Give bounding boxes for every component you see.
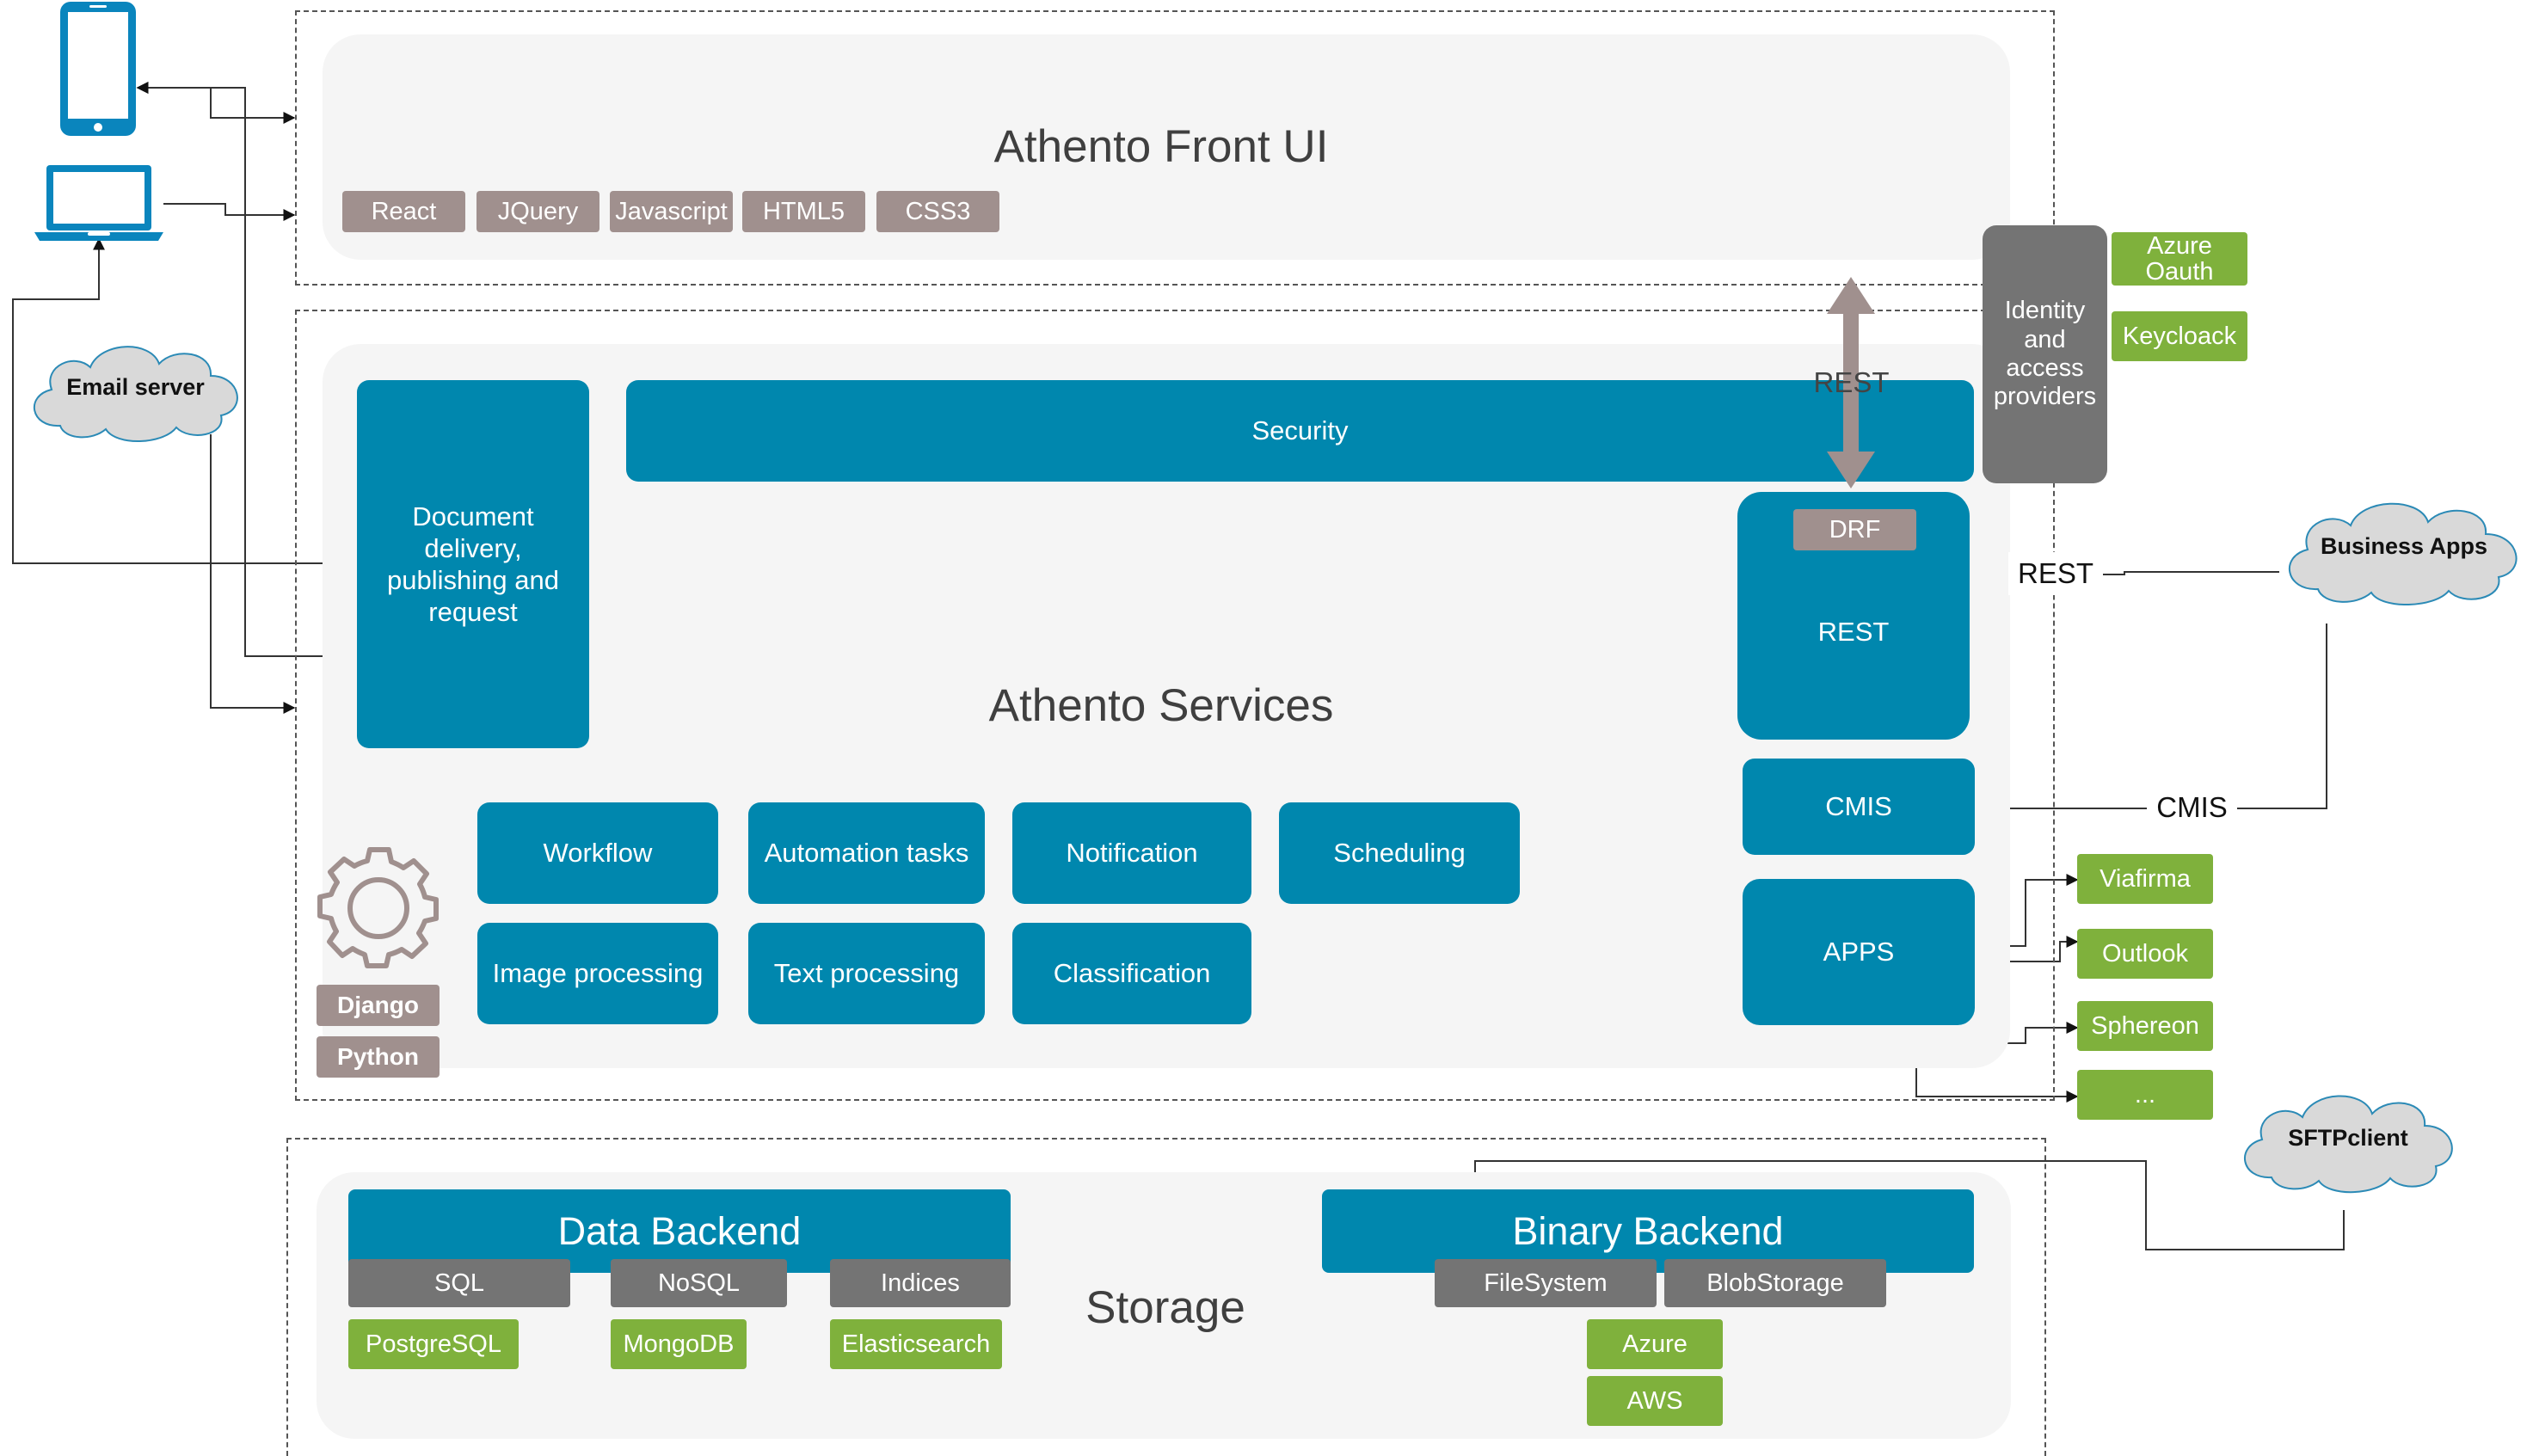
tag-django: Django [317,985,440,1026]
phone-front-connector [136,82,296,124]
app-more: ... [2077,1070,2213,1120]
sftp-client-cloud-icon [2244,1095,2453,1194]
app-outlook: Outlook [2077,929,2213,979]
storage-impl-mongodb: MongoDB [611,1319,747,1369]
module-scheduling: Scheduling [1279,802,1520,904]
app-viafirma: Viafirma [2077,854,2213,904]
email-services-connector [210,434,296,714]
binary-backend-box: Binary Backend [1322,1189,1974,1273]
security-box: Security [626,380,1974,482]
storage-type-filesystem: FileSystem [1435,1259,1657,1307]
business-apps-label: Business Apps [2320,532,2488,559]
storage-impl-azure: Azure [1587,1319,1723,1369]
laptop-delivery-connector [12,237,357,564]
email-server-label: Email server [66,373,205,400]
tag-python: Python [317,1036,440,1078]
module-notification: Notification [1012,802,1251,904]
module-workflow: Workflow [477,802,718,904]
drf-badge: DRF [1793,509,1916,550]
storage-type-nosql: NoSQL [611,1259,787,1307]
front-ui-panel [323,34,2010,260]
app-sphereon: Sphereon [2077,1001,2213,1051]
document-delivery-box: Document delivery, publishing and reques… [357,380,589,748]
tag-jquery: JQuery [476,191,599,232]
mobile-phone-icon [60,2,136,136]
storage-impl-aws: AWS [1587,1376,1723,1426]
laptop-icon [34,165,163,241]
services-region [295,310,2055,1101]
module-automation-tasks: Automation tasks [748,802,985,904]
storage-title: Storage [1085,1281,1245,1333]
business-apps-cloud-icon [2288,502,2518,606]
storage-type-blobstorage: BlobStorage [1664,1259,1886,1307]
business-cmis-label: CMIS [2147,786,2237,829]
rest-arrow-label: REST [1813,366,1890,398]
business-cmis-connector [1972,624,2327,814]
tag-css3: CSS3 [876,191,999,232]
front-ui-title: Athento Front UI [993,120,1329,172]
cmis-box: CMIS [1743,759,1975,855]
apps-outlook-connector [1974,936,2079,962]
provider-keycloack: Keycloack [2112,311,2247,361]
module-classification: Classification [1012,923,1251,1024]
storage-type-indices: Indices [830,1259,1011,1307]
business-rest-label: REST [2008,552,2103,595]
storage-region [286,1138,2046,1456]
apps-box: APPS [1743,879,1975,1025]
tag-javascript: Javascript [610,191,733,232]
email-server-cloud-icon [33,346,238,443]
storage-impl-postgresql: PostgreSQL [348,1319,519,1369]
tag-react: React [342,191,465,232]
services-title: Athento Services [988,679,1334,731]
module-image-processing: Image processing [477,923,718,1024]
front-ui-region [295,10,2055,286]
module-text-processing: Text processing [748,923,985,1024]
rest-box-label: REST [1817,617,1890,647]
storage-impl-elasticsearch: Elasticsearch [830,1319,1002,1369]
storage-type-sql: SQL [348,1259,570,1307]
sftp-client-label: SFTPclient [2288,1124,2408,1151]
provider-azure-oauth: Azure Oauth [2112,232,2247,286]
gear-icon [317,847,439,968]
tag-html5: HTML5 [742,191,865,232]
identity-providers-box: Identity and access providers [1983,225,2107,483]
data-backend-box: Data Backend [348,1189,1011,1273]
phone-delivery-connector [136,82,357,657]
rest-double-arrow [1827,277,1875,488]
laptop-front-connector [163,203,296,221]
